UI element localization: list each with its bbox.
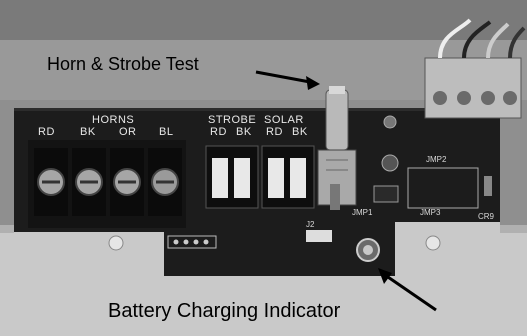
jumper3-label: JMP3 (420, 208, 441, 217)
horn-terminal-or: OR (119, 126, 137, 138)
screw-icon (148, 148, 182, 216)
arrow-icon (378, 268, 437, 312)
screw-icon (72, 148, 106, 216)
charging-indicator-callout: Battery Charging Indicator (108, 300, 341, 322)
strobe-terminal-rd: RD (210, 126, 227, 138)
solar-terminal-block (261, 145, 315, 209)
arrow-icon (255, 70, 320, 90)
jumper1-label: JMP1 (352, 208, 373, 217)
horn-terminal-rd: RD (38, 126, 55, 138)
solar-terminal-bk: BK (292, 126, 308, 138)
j2-label: J2 (306, 220, 315, 229)
test-switch (317, 86, 357, 206)
horns-header: HORNS (92, 114, 135, 126)
test-switch-callout: Horn & Strobe Test (47, 54, 199, 74)
strobe-terminal-bk: BK (236, 126, 252, 138)
led-icon (356, 238, 380, 262)
horn-terminal-bk: BK (80, 126, 96, 138)
screw-icon (34, 148, 68, 216)
solar-header: SOLAR (264, 114, 304, 126)
connector-icon (424, 18, 526, 119)
cr-label: CR9 (478, 212, 495, 221)
strobe-header: STROBE (208, 114, 257, 126)
screw-icon (110, 148, 144, 216)
jumper-label: JMP2 (426, 155, 447, 164)
strobe-terminal-block (205, 145, 259, 209)
horn-terminal-bl: BL (159, 126, 174, 138)
solar-terminal-rd: RD (266, 126, 283, 138)
